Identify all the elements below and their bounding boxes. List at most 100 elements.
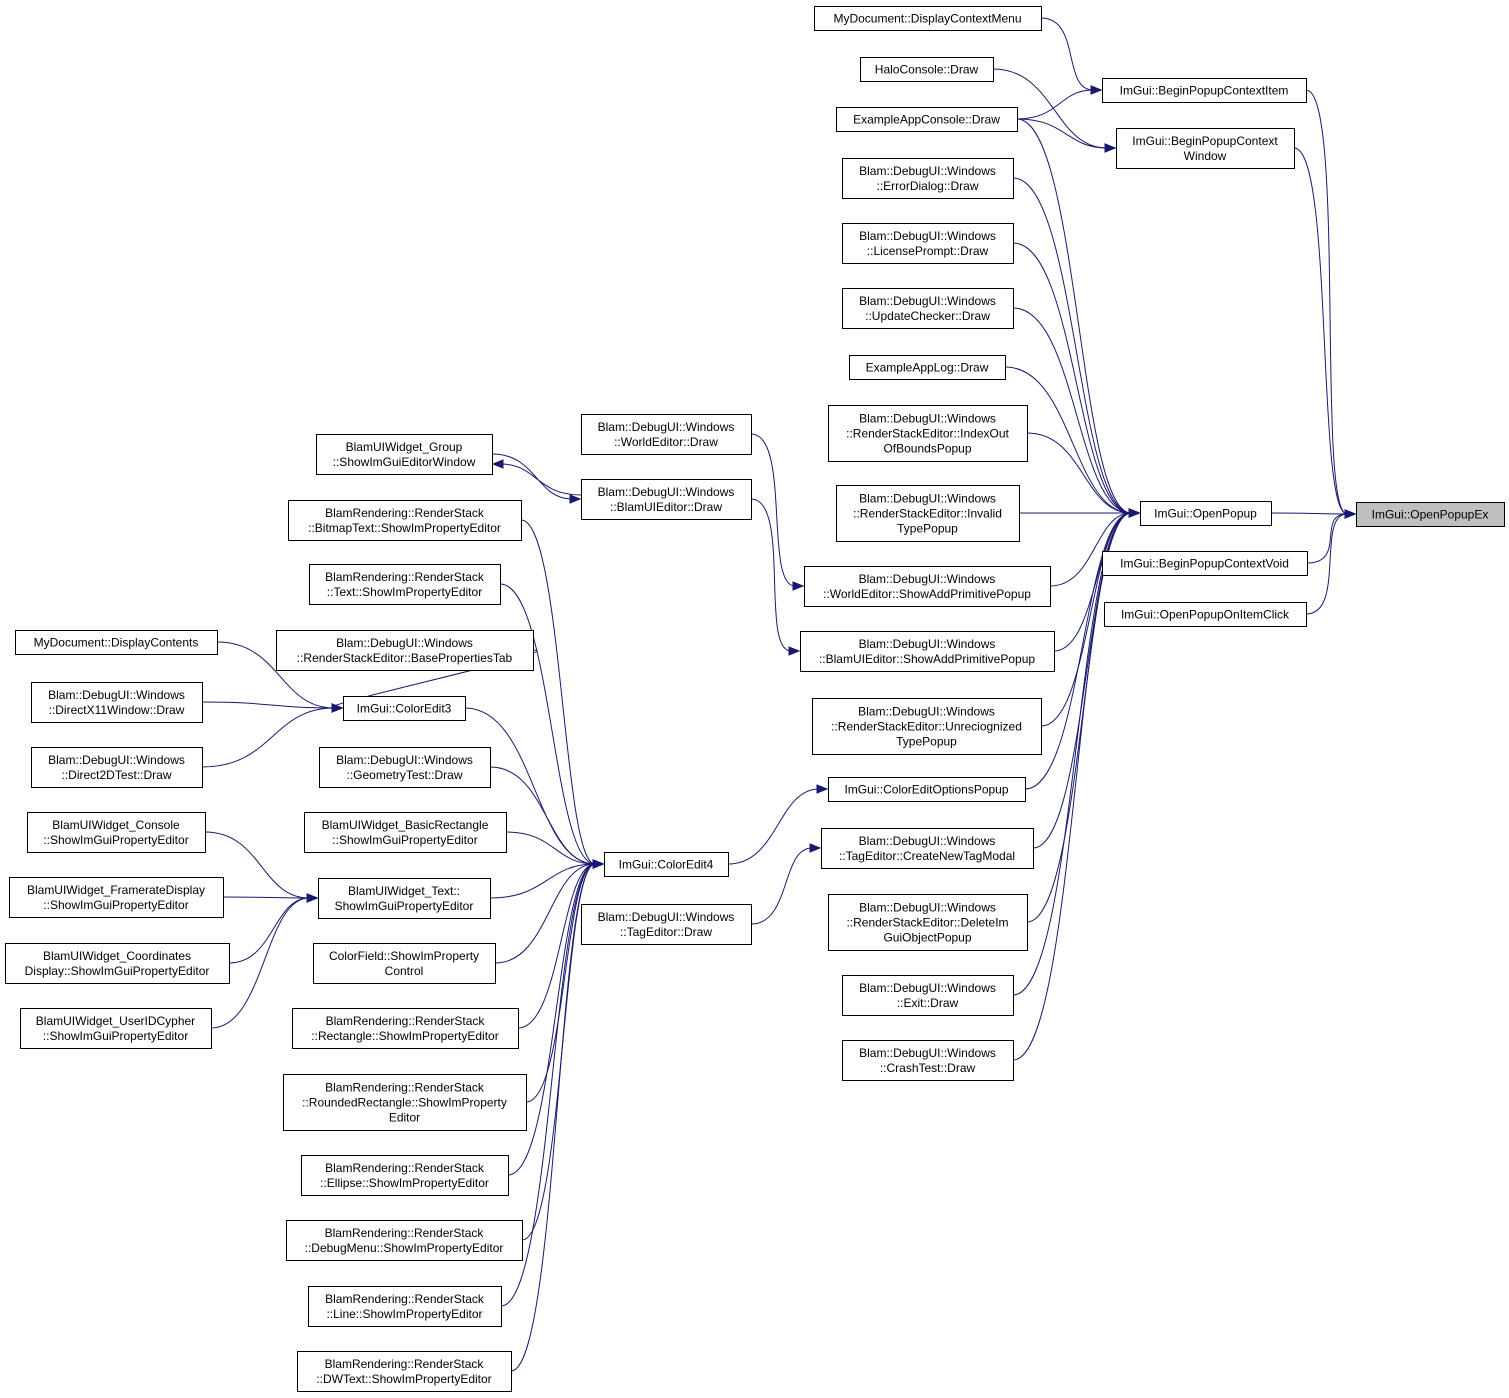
node-label: ::TagEditor::Draw (620, 925, 712, 939)
edge-line (201, 707, 335, 768)
graph-node[interactable]: BlamUIWidget_Text::ShowImGuiPropertyEdit… (318, 878, 491, 919)
graph-node[interactable]: BlamUIWidget_FramerateDisplay::ShowImGui… (9, 877, 224, 918)
node-label: ExampleAppLog::Draw (866, 360, 989, 374)
edge-line (1293, 147, 1348, 515)
edge-line (510, 863, 596, 1372)
graph-node[interactable]: BlamRendering::RenderStack::Line::ShowIm… (308, 1286, 502, 1327)
node-label: ShowImGuiPropertyEditor (335, 899, 474, 913)
node-label: BlamRendering::RenderStack (325, 1080, 485, 1094)
graph-node[interactable]: BlamRendering::RenderStack::Text::ShowIm… (309, 564, 501, 605)
graph-node[interactable]: ImGui::BeginPopupContextVoid (1102, 551, 1308, 576)
graph-node[interactable]: BlamUIWidget_Console::ShowImGuiPropertyE… (27, 812, 206, 853)
node-label: MyDocument::DisplayContextMenu (833, 11, 1021, 25)
node-label: ::ShowImGuiEditorWindow (333, 455, 476, 469)
node-label: Blam::DebugUI::Windows (48, 688, 185, 702)
node-box (581, 904, 752, 945)
edge-arrowhead (788, 646, 801, 656)
graph-node[interactable]: BlamUIWidget_BasicRectangle::ShowImGuiPr… (304, 812, 507, 853)
graph-node[interactable]: BlamRendering::RenderStack::DebugMenu::S… (286, 1220, 523, 1261)
edge-line (1040, 512, 1132, 727)
graph-node[interactable]: BlamRendering::RenderStack::Ellipse::Sho… (301, 1155, 509, 1196)
graph-node[interactable]: ExampleAppLog::Draw (849, 355, 1006, 380)
node-box (15, 630, 218, 655)
node-label: ImGui::OpenPopupEx (1372, 507, 1489, 521)
node-label: Blam::DebugUI::Windows (598, 910, 735, 924)
node-label: ::DWText::ShowImPropertyEditor (316, 1372, 491, 1386)
node-box (581, 414, 752, 455)
graph-node[interactable]: ImGui::OpenPopupEx (1356, 502, 1505, 527)
edge-line (1004, 366, 1132, 514)
graph-node[interactable]: ImGui::BeginPopupContextItem (1102, 78, 1307, 103)
graph-node[interactable]: Blam::DebugUI::Windows::DirectX11Window:… (31, 682, 203, 723)
graph-node[interactable]: Blam::DebugUI::Windows::BlamUIEditor::Sh… (800, 631, 1055, 672)
node-label: Blam::DebugUI::Windows (598, 420, 735, 434)
graph-node[interactable]: BlamUIWidget_Group::ShowImGuiEditorWindo… (316, 434, 493, 475)
graph-node[interactable]: Blam::DebugUI::Windows::RenderStackEdito… (828, 405, 1028, 462)
graph-node[interactable]: Blam::DebugUI::Windows::RenderStackEdito… (836, 485, 1020, 542)
graph-node[interactable]: ExampleAppConsole::Draw (836, 107, 1018, 132)
node-label: ::ShowImGuiPropertyEditor (43, 833, 188, 847)
edge-line (505, 831, 596, 865)
graph-node[interactable]: MyDocument::DisplayContents (15, 630, 218, 655)
graph-node[interactable]: BlamUIWidget_UserIDCypher::ShowImGuiProp… (20, 1008, 212, 1049)
node-box (5, 943, 230, 984)
edge-arrowhead (816, 784, 829, 794)
graph-node[interactable]: ImGui::OpenPopupOnItemClick (1104, 602, 1307, 627)
graph-node[interactable]: ImGui::ColorEdit4 (604, 852, 729, 877)
graph-node[interactable]: Blam::DebugUI::Windows::Exit::Draw (842, 975, 1014, 1016)
node-label: BlamUIWidget_Coordinates (43, 949, 191, 963)
node-box (828, 405, 1028, 462)
node-label: ::BlamUIEditor::ShowAddPrimitivePopup (819, 652, 1035, 666)
node-label: ::GeometryTest::Draw (346, 768, 462, 782)
graph-node[interactable]: Blam::DebugUI::Windows::RenderStackEdito… (828, 894, 1028, 951)
node-label: Blam::DebugUI::Windows (859, 1046, 996, 1060)
graph-node[interactable]: BlamRendering::RenderStack::RoundedRecta… (283, 1074, 527, 1131)
graph-node[interactable]: ImGui::ColorEdit3 (343, 696, 466, 721)
graph-node[interactable]: Blam::DebugUI::Windows::BlamUIEditor::Dr… (581, 479, 752, 520)
graph-node[interactable]: Blam::DebugUI::Windows::LicensePrompt::D… (842, 223, 1014, 264)
graph-node[interactable]: HaloConsole::Draw (860, 57, 994, 82)
graph-node[interactable]: MyDocument::DisplayContextMenu (814, 6, 1042, 31)
edge-arrowhead (1128, 508, 1141, 518)
graph-node[interactable]: BlamRendering::RenderStack::Rectangle::S… (292, 1008, 519, 1049)
graph-node[interactable]: Blam::DebugUI::Windows::TagEditor::Draw (581, 904, 752, 945)
edge-line (750, 847, 813, 925)
node-label: ::LicensePrompt::Draw (867, 244, 989, 258)
node-box (1102, 551, 1308, 576)
node-box (836, 107, 1018, 132)
graph-node[interactable]: Blam::DebugUI::Windows::CrashTest::Draw (842, 1040, 1014, 1081)
graph-node[interactable]: BlamRendering::RenderStack::BitmapText::… (288, 500, 522, 541)
graph-node[interactable]: BlamUIWidget_CoordinatesDisplay::ShowImG… (5, 943, 230, 984)
node-label: Blam::DebugUI::Windows (858, 704, 995, 718)
node-box (821, 828, 1034, 869)
node-label: Blam::DebugUI::Windows (859, 411, 996, 425)
edge-line (1016, 118, 1132, 514)
graph-node[interactable]: Blam::DebugUI::Windows::UpdateChecker::D… (842, 288, 1014, 329)
node-box (286, 1220, 523, 1261)
graph-node[interactable]: Blam::DebugUI::Windows::Direct2DTest::Dr… (31, 747, 203, 788)
node-box (20, 1008, 212, 1049)
edge-line (489, 863, 596, 899)
graph-node[interactable]: Blam::DebugUI::Windows::GeometryTest::Dr… (319, 747, 491, 788)
node-label: ImGui::ColorEditOptionsPopup (844, 782, 1008, 796)
graph-node[interactable]: Blam::DebugUI::Windows::WorldEditor::Dra… (581, 414, 752, 455)
edge-line (750, 498, 792, 652)
node-box (319, 747, 491, 788)
node-label: BlamRendering::RenderStack (325, 506, 485, 520)
graph-node[interactable]: Blam::DebugUI::Windows::ErrorDialog::Dra… (842, 158, 1014, 199)
graph-node[interactable]: ImGui::ColorEditOptionsPopup (828, 777, 1026, 802)
node-label: ::UpdateChecker::Draw (865, 309, 990, 323)
graph-node[interactable]: Blam::DebugUI::Windows::TagEditor::Creat… (821, 828, 1034, 869)
graph-node[interactable]: Blam::DebugUI::Windows::WorldEditor::Sho… (804, 566, 1051, 607)
graph-node[interactable]: Blam::DebugUI::Windows::RenderStackEdito… (812, 698, 1042, 755)
graph-node[interactable]: ImGui::OpenPopup (1140, 501, 1272, 526)
graph-node[interactable]: BlamRendering::RenderStack::DWText::Show… (297, 1351, 512, 1392)
node-label: ::WorldEditor::ShowAddPrimitivePopup (823, 587, 1031, 601)
graph-node[interactable]: Blam::DebugUI::Windows::RenderStackEdito… (276, 630, 534, 671)
edge-line (201, 701, 335, 709)
node-box (343, 696, 466, 721)
edge-line (507, 863, 596, 1176)
edge-arrowhead (792, 581, 805, 591)
